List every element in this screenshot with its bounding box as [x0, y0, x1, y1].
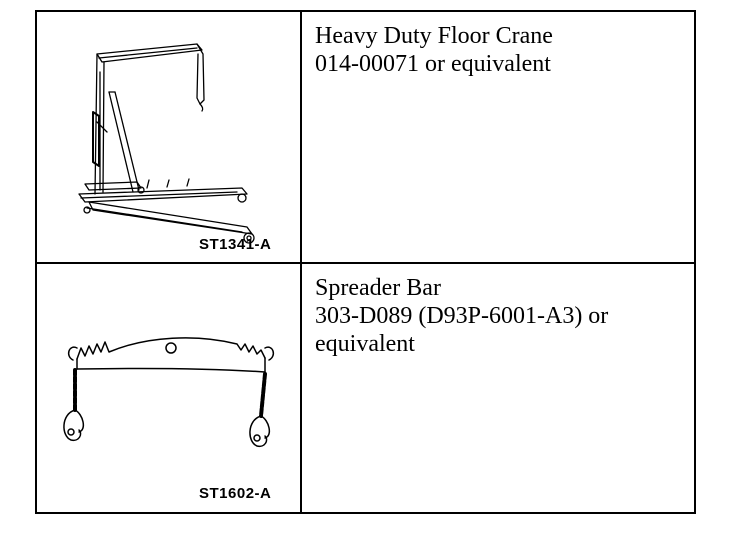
spreader-bar-icon — [63, 337, 275, 448]
figure-code-st1341a: ST1341-A — [199, 236, 272, 253]
special-tools-table: ST1341-A Heavy Duty Floor Crane 014-0007… — [35, 10, 696, 514]
floor-crane-description: Heavy Duty Floor Crane 014-00071 or equi… — [302, 12, 694, 262]
floor-crane-illustration-cell: ST1341-A — [37, 12, 302, 262]
tool-part-number: 014-00071 or equivalent — [315, 51, 551, 77]
spreader-bar-illustration-cell: ST1602-A — [37, 264, 302, 514]
tool-name: Heavy Duty Floor Crane — [315, 23, 553, 49]
spreader-bar-description: Spreader Bar 303-D089 (D93P-6001-A3) or … — [302, 264, 694, 514]
tool-part-number: 303-D089 (D93P-6001-A3) or — [315, 303, 609, 329]
tool-row-spreader-bar: ST1602-A Spreader Bar 303-D089 (D93P-600… — [37, 264, 694, 514]
floor-crane-icon — [78, 43, 255, 244]
tool-row-floor-crane: ST1341-A Heavy Duty Floor Crane 014-0007… — [37, 12, 694, 264]
figure-code-st1602a: ST1602-A — [199, 485, 272, 502]
tool-name: Spreader Bar — [315, 275, 441, 301]
tool-part-number-continued: equivalent — [315, 331, 415, 357]
